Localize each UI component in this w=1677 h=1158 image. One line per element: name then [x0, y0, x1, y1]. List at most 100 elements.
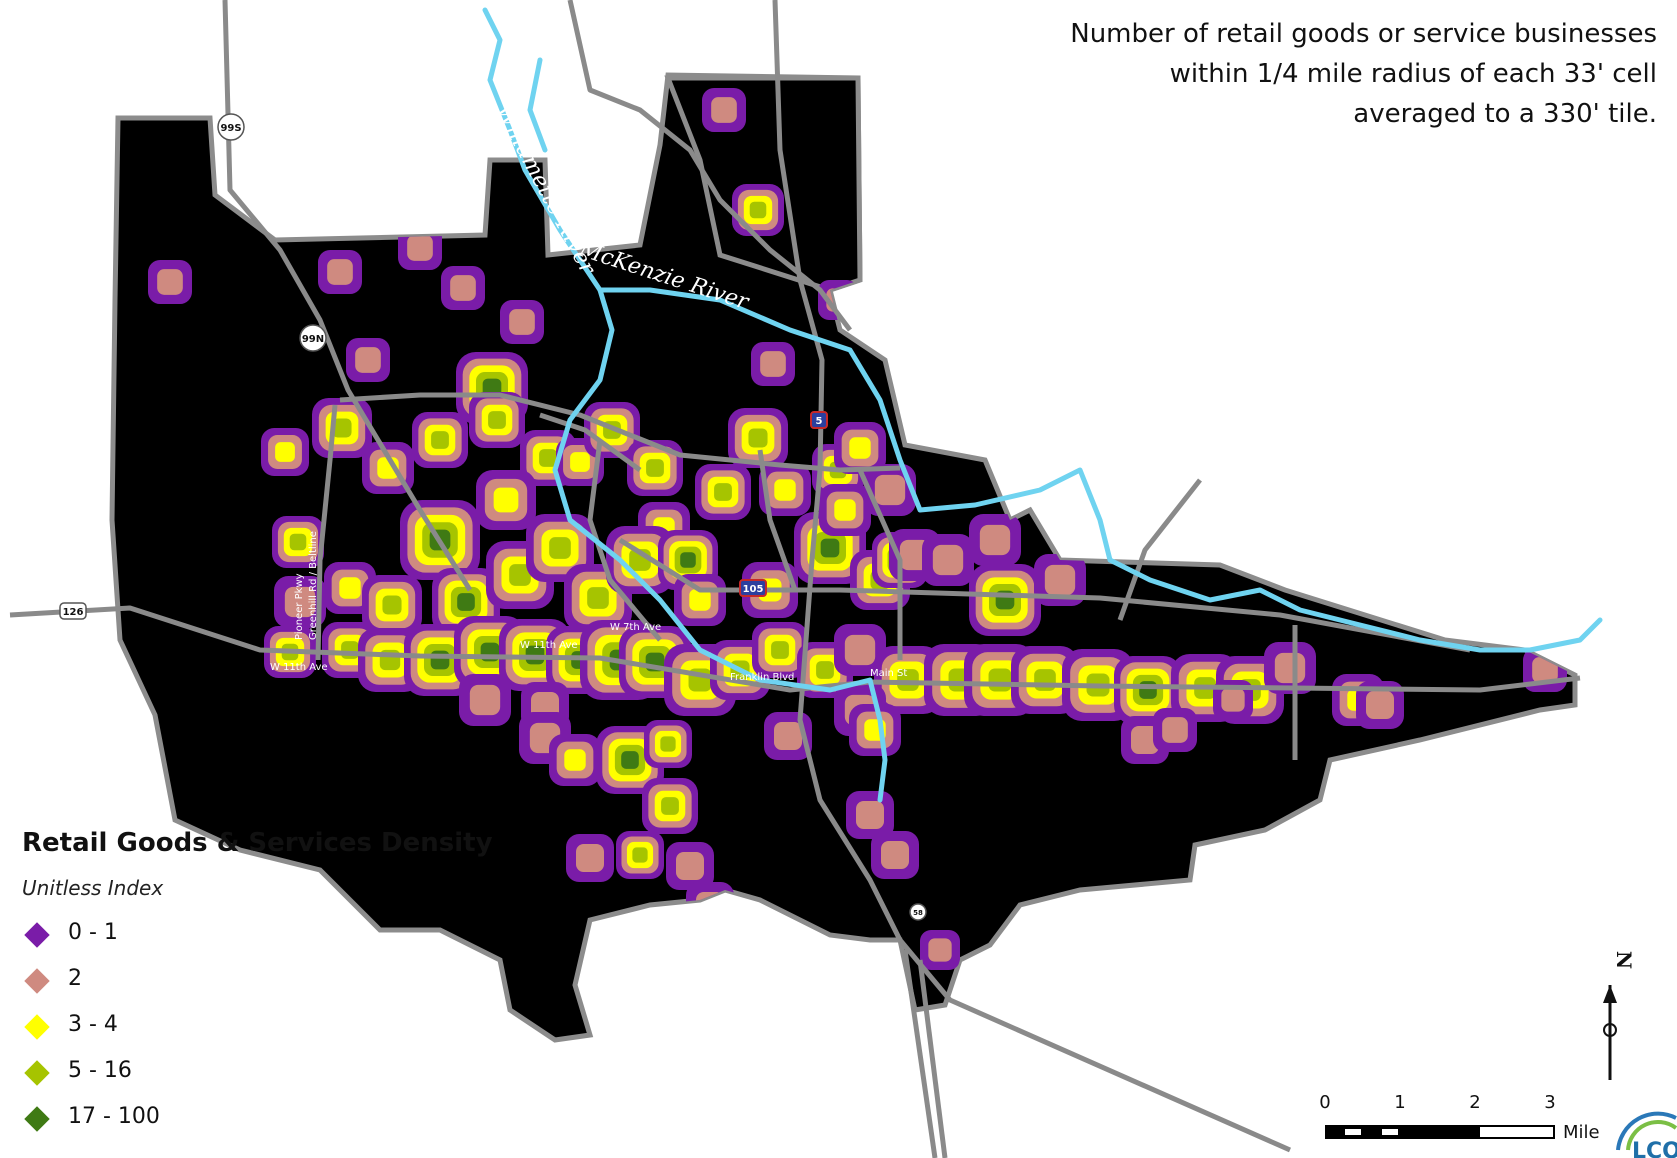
svg-text:99N: 99N [302, 334, 324, 345]
density-cell [564, 749, 586, 771]
legend-title: Retail Goods & Services Density [22, 828, 493, 858]
legend-item: 0 - 1 [22, 914, 493, 960]
scale-unit: Mile [1563, 1122, 1600, 1143]
road-label-beltline: Greenhill Rd / Beltline [308, 531, 319, 640]
density-cell [509, 564, 531, 586]
legend-item: 3 - 4 [22, 1006, 493, 1052]
map-description: Number of retail goods or service busine… [937, 14, 1657, 134]
river-line [527, 57, 548, 153]
shield-i105: 105 [739, 579, 767, 597]
density-cell [856, 801, 884, 829]
river-line [482, 7, 888, 803]
svg-text:126: 126 [63, 607, 84, 618]
density-cell [844, 634, 876, 666]
road-label-main: Main St [870, 668, 907, 679]
legend-label: 0 - 1 [68, 920, 118, 945]
scale-tick-label: 1 [1394, 1092, 1405, 1113]
north-arrow: N [1603, 951, 1636, 1080]
road-line [917, 959, 948, 1158]
road-line [618, 537, 1471, 653]
density-cell [979, 524, 1011, 556]
density-cell [430, 650, 450, 670]
scale-tick-label: 0 [1319, 1092, 1330, 1113]
lcog-logo: LCOG [1616, 1111, 1677, 1158]
legend-label: 2 [68, 966, 82, 991]
density-cell [493, 487, 519, 513]
road-line [772, 0, 1292, 1153]
road-network [9, 0, 1581, 1158]
road-label-franklin: Franklin Blvd [730, 672, 794, 683]
density-cell [632, 847, 648, 863]
road-label-w11th: W 11th Ave [270, 662, 328, 673]
density-cell [488, 411, 506, 429]
scale-segment [1382, 1129, 1398, 1135]
shield-or99n: 99N [299, 324, 327, 352]
density-cell [1221, 688, 1245, 712]
density-cell [1366, 691, 1394, 719]
road-line [567, 0, 852, 332]
density-cell [621, 751, 639, 769]
scale-tick-label: 3 [1544, 1092, 1555, 1113]
legend-item: 2 [22, 960, 493, 1006]
shield-i5: 5 [810, 411, 828, 429]
river-network [482, 7, 1603, 803]
road-label-w7th: W 7th Ave [610, 622, 661, 633]
svg-text:99S: 99S [220, 123, 241, 134]
density-cell [1162, 717, 1188, 743]
road-line [1117, 478, 1202, 621]
density-cell [355, 347, 381, 373]
density-cell [469, 684, 501, 716]
road-line [315, 404, 338, 661]
density-cell [576, 844, 604, 872]
density-cell [284, 586, 316, 618]
legend-swatch [24, 1106, 50, 1132]
road-line [539, 412, 642, 473]
density-cell [1131, 726, 1159, 754]
density-cell [509, 309, 535, 335]
density-cell [587, 587, 609, 609]
density-cell [339, 577, 361, 599]
density-cell [820, 538, 840, 558]
density-cell [711, 97, 737, 123]
density-cell [988, 668, 1012, 692]
density-cell [1274, 652, 1306, 684]
scale-segment [1345, 1129, 1361, 1135]
density-cell [1044, 564, 1076, 596]
legend-label: 3 - 4 [68, 1012, 118, 1037]
density-cell [570, 452, 590, 472]
road-line [222, 0, 473, 592]
density-cell [646, 459, 664, 477]
legend-label: 17 - 100 [68, 1104, 160, 1129]
density-cell [881, 841, 909, 869]
legend-swatch [24, 922, 50, 948]
density-cell [661, 797, 679, 815]
description-line: Number of retail goods or service busine… [1070, 19, 1657, 49]
legend: Retail Goods & Services Density Unitless… [22, 828, 493, 1144]
density-cell [874, 474, 906, 506]
road-line [9, 605, 1581, 693]
density-cell [327, 259, 353, 285]
shield-or99s: 99S [217, 113, 245, 141]
density-cell [760, 351, 786, 377]
density-cell [928, 938, 952, 962]
road-line [757, 449, 798, 591]
density-cell [897, 669, 919, 691]
legend-swatch [24, 1060, 50, 1086]
density-cell [341, 641, 359, 659]
density-cell [774, 479, 796, 501]
density-cell [749, 201, 767, 219]
density-cell [686, 882, 734, 930]
svg-text:5: 5 [816, 416, 823, 427]
density-cell [660, 736, 676, 752]
north-letter: N [1612, 951, 1636, 969]
density-cell [849, 437, 871, 459]
road-line [339, 392, 901, 473]
density-cell [332, 418, 352, 438]
density-cell [816, 661, 834, 679]
density-cell [748, 428, 768, 448]
river-line [597, 287, 1603, 653]
svg-text:105: 105 [743, 584, 764, 595]
description-line: within 1/4 mile radius of each 33' cell [1169, 59, 1657, 89]
density-cell [450, 275, 476, 301]
